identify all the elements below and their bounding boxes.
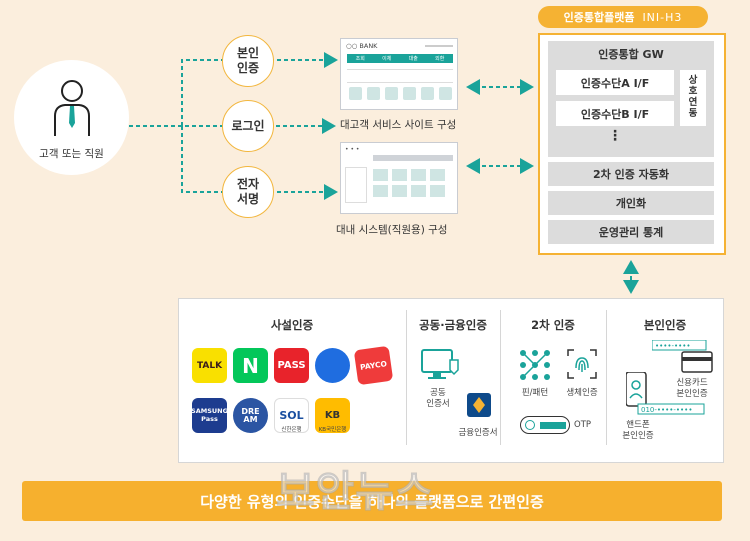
menu-item: 외환: [435, 56, 445, 62]
menu-item: 이체: [382, 56, 392, 62]
service-icons: [349, 87, 453, 100]
credit-card-icon: ••••-••••: [652, 340, 713, 373]
platform-logo: INI-H3: [642, 10, 683, 24]
section-private-title: 사설인증: [270, 318, 314, 332]
auth-method-identity: 본인 인증: [222, 35, 274, 87]
site-menu-bar: 조회 이체 대출 외환: [347, 54, 453, 63]
platform-row-stats: 운영관리 통계: [548, 220, 714, 244]
otp-caption: OTP: [574, 420, 592, 430]
otp-button: [525, 420, 535, 430]
divider: [500, 310, 501, 445]
sol-logo: SOL: [274, 398, 309, 433]
auth-method-signature: 전자 서명: [222, 166, 274, 218]
samsung-pass-logo: SAMSUNG Pass: [191, 398, 228, 433]
gw-title: 인증통합 GW: [598, 48, 664, 61]
kb-logo: KB: [315, 398, 350, 433]
summary-banner: 다양한 유형의 인증수단을 하나의 플랫폼으로 간편인증: [22, 481, 722, 521]
dream-logo: DRE AM: [233, 398, 268, 433]
divider: [606, 310, 607, 445]
service-icon: [367, 87, 380, 100]
window-dots: • • •: [345, 146, 360, 153]
otp-screen: [540, 421, 566, 429]
svg-text:••••-••••: ••••-••••: [655, 342, 691, 350]
grid-icon: [430, 185, 445, 197]
biometric-caption: 생체인증: [566, 388, 598, 398]
service-icon: [349, 87, 362, 100]
shinhan-caption: 신한은행: [281, 427, 302, 433]
svg-text:010-••••-••••: 010-••••-••••: [641, 406, 692, 414]
financial-cert-caption: 금융인증서: [458, 428, 498, 438]
platform-tab: 인증통합플랫폼 INI-H3: [538, 6, 708, 28]
customer-site-caption: 대고객 서비스 사이트 구성: [340, 119, 457, 131]
grid-icon: [392, 169, 407, 181]
kb-caption: KB국민은행: [318, 427, 347, 433]
kakao-logo: TALK: [192, 348, 227, 383]
bank-label: ○○ BANK: [346, 42, 378, 50]
joint-cert-caption: 공동 인증서: [426, 388, 450, 409]
service-icon: [439, 87, 452, 100]
section-public-title: 공동·금융인증: [419, 318, 487, 332]
toss-logo: [315, 348, 350, 383]
grid-icon: [411, 185, 426, 197]
user-label: 고객 또는 직원: [39, 148, 104, 160]
grid-icon: [411, 169, 426, 181]
service-icon: [421, 87, 434, 100]
pass-logo: PASS: [274, 348, 309, 383]
interface-b: 인증수단B I/F: [556, 101, 674, 126]
financial-cert-icon: [467, 393, 491, 417]
divider: [406, 310, 407, 445]
service-icon: [403, 87, 416, 100]
internal-system-caption: 대내 시스템(직원용) 구성: [336, 224, 448, 236]
internal-system-screen: • • •: [340, 142, 458, 214]
interop-box: 상 호 연 동: [680, 70, 706, 126]
naver-logo: N: [233, 348, 268, 383]
watermark-logo: 보안뉴스: [276, 467, 435, 517]
phone-icon: 010-••••-••••: [626, 372, 705, 415]
auth-method-login: 로그인: [222, 100, 274, 152]
service-icon: [385, 87, 398, 100]
grid-icon: [373, 185, 388, 197]
grid-icon: [373, 169, 388, 181]
grid-icon: [430, 169, 445, 181]
site-content-lines: [347, 69, 453, 83]
grid-icon: [392, 185, 407, 197]
platform-row-2fa: 2차 인증 자동화: [548, 162, 714, 186]
platform-tab-label: 인증통합플랫폼: [563, 11, 635, 24]
menu-item: 대출: [408, 56, 418, 62]
header-lines: [425, 45, 453, 47]
interface-a: 인증수단A I/F: [556, 70, 674, 95]
menu-item: 조회: [355, 56, 365, 62]
payco-logo: PAYCO: [353, 345, 394, 386]
internal-sidebar: [345, 167, 367, 203]
section-identity-title: 본인인증: [643, 318, 687, 332]
phone-identity-caption: 핸드폰 본인인증: [622, 420, 654, 441]
pattern-icon: [520, 350, 550, 380]
otp-device-icon: [520, 416, 570, 434]
internal-top-bar: [373, 155, 453, 161]
platform-row-personalize: 개인화: [548, 191, 714, 215]
card-identity-caption: 신용카드 본인인증: [676, 378, 708, 399]
internal-grid: [373, 169, 453, 197]
section-second-title: 2차 인증: [531, 318, 575, 332]
customer-site-screen: ○○ BANK 조회 이체 대출 외환: [340, 38, 458, 110]
person-icon: [54, 80, 90, 136]
monitor-certificate-icon: [421, 349, 459, 379]
interface-ellipsis: ⋮: [608, 128, 622, 144]
fingerprint-icon: [567, 349, 597, 379]
pin-pattern-caption: 핀/패턴: [521, 388, 549, 398]
